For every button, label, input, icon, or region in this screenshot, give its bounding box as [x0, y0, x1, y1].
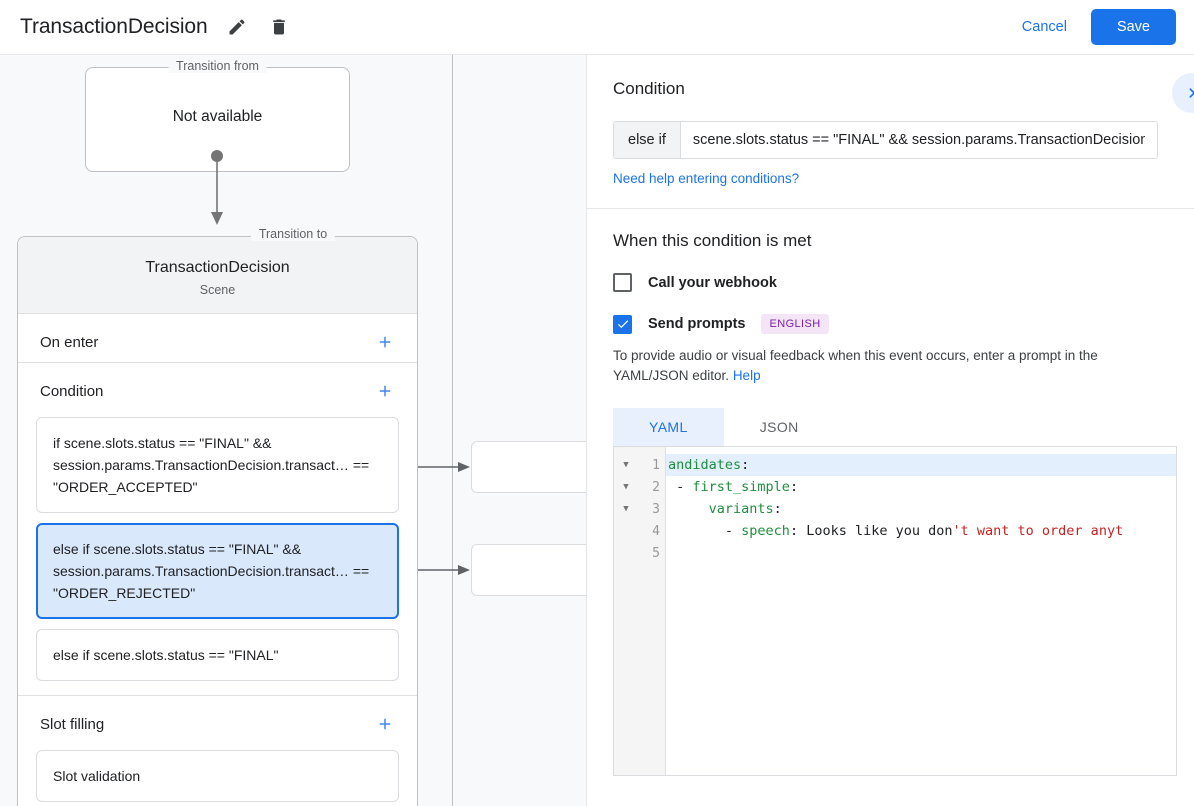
pencil-icon[interactable]	[222, 12, 252, 42]
scene-section-title: On enter	[40, 333, 99, 351]
tab-json[interactable]: JSON	[759, 419, 799, 435]
call-webhook-checkbox[interactable]	[613, 273, 632, 292]
code-token-plain: Looks like you don	[806, 523, 953, 539]
code-token-punct: :	[773, 501, 782, 517]
code-token-str: 't want to order anyt	[952, 523, 1124, 539]
transition-from-legend: Transition from	[168, 59, 267, 73]
tab-yaml[interactable]: YAML	[613, 408, 724, 446]
flow-canvas[interactable]: Transition from Not available Transition…	[0, 55, 586, 806]
checkmark-icon	[617, 320, 628, 329]
plus-icon[interactable]	[373, 379, 397, 403]
line-number: 1	[652, 457, 660, 473]
language-badge: ENGLISH	[761, 314, 829, 334]
transition-to-subtitle: Scene	[199, 283, 236, 297]
fold-arrow-icon[interactable]: ▼	[623, 504, 629, 514]
code-token-key: andidates	[668, 457, 742, 473]
fold-arrow-icon[interactable]: ▼	[623, 460, 629, 470]
transition-target-box-1[interactable]	[471, 441, 586, 493]
code-token-punct: -	[668, 523, 742, 539]
line-number: 4	[652, 523, 660, 539]
page-title: TransactionDecision	[20, 15, 208, 38]
scene-section: Condition if scene.slots.status == "FINAL…	[18, 363, 417, 696]
prompt-help-sentence: To provide audio or visual feedback when…	[613, 348, 1098, 383]
trash-icon[interactable]	[264, 12, 294, 42]
top-app-bar: TransactionDecision Cancel Save	[0, 0, 1194, 55]
code-line[interactable]: - first_simple:	[666, 476, 1176, 498]
fold-arrow-icon[interactable]: ▼	[623, 482, 629, 492]
code-token-punct	[668, 501, 709, 517]
code-token-key: first_simple	[692, 479, 790, 495]
condition-input[interactable]	[680, 122, 1157, 158]
condition-item-selected[interactable]: else if scene.slots.status == "FINAL" &&…	[36, 523, 399, 619]
transition-to-legend: Transition to	[250, 227, 336, 241]
cancel-button[interactable]: Cancel	[1008, 10, 1081, 44]
code-line[interactable]	[666, 542, 1176, 564]
code-line[interactable]: andidates:	[666, 454, 1176, 476]
list-item[interactable]: Slot validation	[36, 750, 399, 802]
list-item[interactable]: else if scene.slots.status == "FINAL"	[36, 629, 399, 681]
scene-section-title: Slot filling	[40, 715, 105, 733]
scene-section-header: Condition	[18, 363, 417, 407]
topbar-actions: Cancel Save	[1008, 9, 1176, 45]
transition-from-value: Not available	[172, 108, 263, 125]
code-token-punct: :	[789, 479, 799, 495]
gutter-line: ▼2	[614, 476, 665, 498]
gutter-line: 4	[614, 520, 665, 542]
plus-icon[interactable]	[373, 712, 397, 736]
transition-target-box-2[interactable]	[471, 544, 586, 596]
editor-content[interactable]: andidates: - first_simple: variants: - s…	[666, 447, 1176, 775]
gutter-line: ▼3	[614, 498, 665, 520]
editor-tabs: YAML JSON	[613, 408, 1168, 446]
scene-section-title: Condition	[40, 382, 104, 400]
chevron-right-icon[interactable]	[1172, 73, 1194, 113]
send-prompts-checkbox[interactable]	[613, 314, 632, 334]
code-token-punct: :	[741, 457, 750, 473]
code-line[interactable]: - speech: Looks like you don't want to o…	[666, 520, 1176, 542]
line-number: 3	[652, 501, 660, 517]
condition-section: Condition else if Need help entering con…	[587, 55, 1194, 209]
plus-icon[interactable]	[373, 330, 397, 354]
send-prompts-row[interactable]: Send prompts ENGLISH	[613, 314, 1168, 334]
scene-section-header: Slot filling	[18, 696, 417, 740]
webhook-row[interactable]: Call your webhook	[613, 273, 1168, 292]
scene-section: On enter	[18, 314, 417, 363]
gutter-line: ▼1	[614, 454, 665, 476]
condition-help-link[interactable]: Need help entering conditions?	[613, 171, 800, 186]
call-webhook-label: Call your webhook	[648, 274, 777, 291]
when-condition-met-title: When this condition is met	[613, 231, 812, 250]
code-token-punct: -	[668, 479, 693, 495]
transition-from-node[interactable]: Transition from Not available	[85, 59, 350, 172]
panel-title: Condition	[613, 79, 685, 98]
details-panel: Condition else if Need help entering con…	[586, 55, 1194, 806]
prompt-help-text: To provide audio or visual feedback when…	[613, 346, 1165, 386]
when-condition-met-section: When this condition is met Call your web…	[587, 209, 1194, 776]
list-item[interactable]: if scene.slots.status == "FINAL" && sess…	[36, 417, 399, 513]
save-button[interactable]: Save	[1090, 9, 1176, 45]
canvas-guide-line	[452, 55, 453, 806]
condition-field[interactable]: else if	[613, 121, 1158, 159]
gutter-line: 5	[614, 542, 665, 564]
transition-to-title: TransactionDecision	[145, 259, 290, 276]
condition-prefix-label: else if	[614, 122, 681, 158]
line-number: 5	[652, 545, 660, 561]
code-line[interactable]: variants:	[666, 498, 1176, 520]
code-token-key: speech	[741, 523, 790, 539]
send-prompts-label: Send prompts	[648, 316, 746, 332]
code-token-key: variants	[708, 501, 774, 517]
scene-section-header: On enter	[18, 314, 417, 358]
transition-to-header: TransactionDecision Scene	[18, 237, 417, 314]
prompt-help-link[interactable]: Help	[732, 368, 761, 383]
code-token-punct: :	[789, 523, 807, 539]
line-number: 2	[652, 479, 660, 495]
